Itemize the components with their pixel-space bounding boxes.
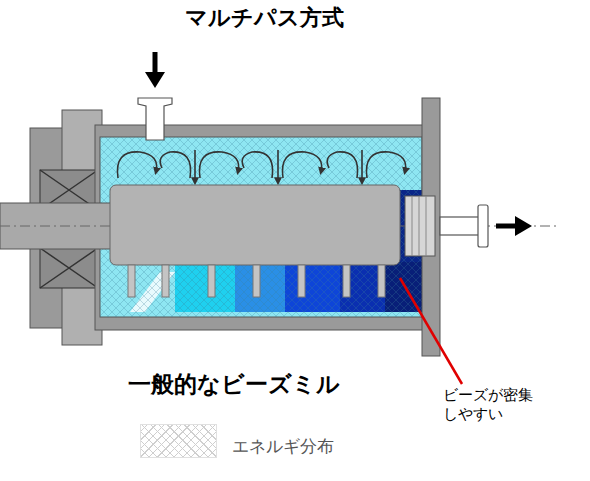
inlet-pipe [138,98,172,140]
left-flange [40,248,98,288]
flow-arrows [366,152,405,178]
machine-label: 一般的なビーズミル [128,370,340,399]
inlet-pipe [138,98,172,140]
flow-arrows [282,152,321,178]
flow-arrows [327,152,357,178]
flow-arrows [117,150,405,182]
flow-arrows [242,152,272,178]
separator [412,196,426,256]
flow-arrows [194,150,196,182]
flow-arrows [199,152,238,178]
energy-zones [100,137,422,317]
rotor-shaft [0,185,560,265]
rotor-pins [253,265,260,297]
mill-housing [95,125,430,330]
rotor-shaft [110,185,400,265]
diagram-title: マルチパス方式 [185,4,344,32]
flow-arrows [277,150,279,182]
rotor-shaft [0,203,115,249]
rotor-pins [128,265,385,297]
flow-arrows [117,152,156,178]
legend-swatch [140,424,217,458]
mill-housing [95,125,430,330]
inlet-arrow [145,52,165,88]
outlet-arrow [496,216,532,236]
mill-housing [100,137,422,317]
separator [405,196,435,256]
left-flange [40,248,98,288]
outlet-pipe [440,217,480,235]
leader-line [400,278,462,384]
inlet-arrow [153,52,158,75]
flow-arrows [160,152,190,178]
separator [405,196,435,256]
rotor-pins [208,265,215,297]
energy-zones [100,137,422,317]
outlet-pipe [478,205,488,247]
rotor-pins [378,265,385,297]
rotor-pins [162,265,169,297]
legend-text: エネルギ分布 [232,436,334,457]
inlet-arrow [145,72,165,88]
callout-note: ビーズが密集 しやすい [443,386,543,424]
rotor-pins [128,265,135,297]
outlet-arrow [515,216,532,236]
flow-arrows [361,150,363,182]
rotor-pins [343,265,350,297]
rotor-pins [298,265,305,297]
outlet-arrow [496,224,518,229]
outlet-pipe [440,205,488,247]
